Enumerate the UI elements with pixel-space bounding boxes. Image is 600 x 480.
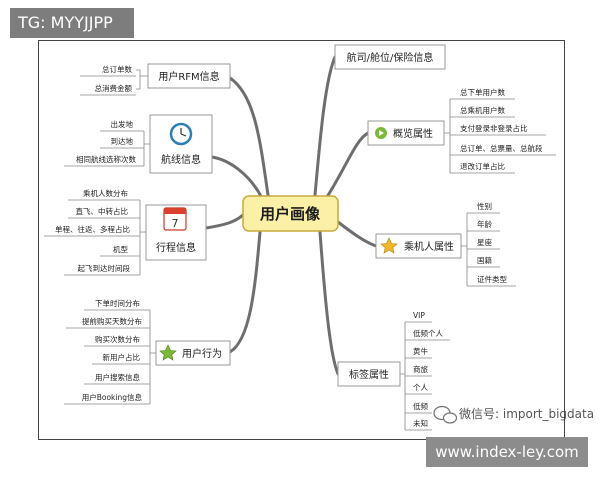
clock-icon: [169, 122, 193, 146]
branch-route: 航线信息 出发地 到达地 相同航线选称次数: [64, 114, 213, 174]
watermark-tag: TG: MYYJJPP: [10, 8, 134, 38]
trip-item-passenger-count: 乘机人数分布: [83, 188, 128, 198]
rfm-label: 用户RFM信息: [158, 70, 219, 83]
route-item-same-route: 相同航线选称次数: [76, 154, 136, 164]
passenger-item-gender: 性别: [477, 201, 492, 211]
behavior-label: 用户行为: [182, 347, 222, 360]
branch-line-overview: [323, 131, 370, 202]
tag-item-individual: 个人: [413, 383, 428, 392]
central-node: [242, 195, 339, 232]
branch-trip: 7 行程信息 乘机人数分布 直飞、中转占比 单程、往返、多程占比 机型 起飞到达…: [44, 188, 207, 276]
overview-item-login-ratio: 支付登录非登录占比: [460, 123, 528, 133]
trip-item-aircraft: 机型: [113, 244, 128, 254]
trip-label: 行程信息: [156, 241, 196, 254]
passenger-item-age: 年龄: [477, 219, 492, 229]
play-icon: [375, 127, 387, 139]
rfm-item-total-spend: 总消费金额: [95, 83, 133, 93]
behavior-item-order-time: 下单时间分布: [95, 298, 140, 308]
tag-item-low-freq-individual: 低频个人: [413, 328, 443, 338]
branch-line-airline: [313, 55, 337, 197]
branch-tags: 标签属性 VIP 低频个人 黄牛 商旅 个人 低频 未知: [337, 311, 450, 431]
overview-item-totals: 总订单、总票量、总航段: [460, 143, 543, 153]
calendar-day: 7: [172, 217, 179, 230]
overview-item-flyer-users: 总乘机用户数: [460, 105, 505, 115]
route-label: 航线信息: [161, 153, 201, 166]
wechat-id: 微信号: import_bigdata: [459, 407, 594, 421]
overview-item-refund-ratio: 退改订单占比: [460, 161, 505, 171]
tag-item-vip: VIP: [413, 311, 425, 320]
tag-item-business: 商旅: [413, 364, 428, 374]
central-label: 用户画像: [260, 205, 321, 223]
behavior-item-search-info: 用户搜索信息: [95, 372, 140, 382]
branch-line-passenger: [336, 220, 378, 248]
trip-item-direct-transfer: 直飞、中转占比: [76, 206, 129, 216]
rfm-node: [147, 63, 231, 89]
behavior-item-advance-days: 提前购买天数分布: [82, 316, 142, 326]
star-icon: [380, 237, 398, 254]
wechat-watermark: 微信号: import_bigdata: [433, 405, 594, 424]
trip-item-trip-type: 单程、往返、多程占比: [55, 224, 130, 234]
passenger-item-zodiac: 星座: [477, 237, 492, 247]
route-item-origin: 出发地: [111, 119, 134, 129]
branch-line-behavior: [228, 230, 262, 354]
branch-airline: 航司/舱位/保险信息: [334, 44, 446, 70]
behavior-item-booking-info: 用户Booking信息: [82, 392, 143, 402]
calendar-icon: 7: [163, 207, 187, 231]
passenger-item-id-type: 证件类型: [477, 274, 507, 284]
branch-line-route: [210, 155, 264, 200]
airline-label: 航司/舱位/保险信息: [347, 51, 434, 64]
watermark-url: www.index-ley.com: [426, 437, 588, 467]
tags-label: 标签属性: [349, 368, 389, 381]
rfm-item-total-orders: 总订单数: [102, 64, 132, 74]
tag-item-unknown: 未知: [413, 418, 428, 428]
branch-line-rfm: [228, 76, 270, 197]
branch-line-trip: [204, 213, 245, 230]
behavior-item-purchase-count: 购买次数分布: [95, 334, 140, 344]
route-item-destination: 到达地: [111, 136, 134, 146]
passenger-item-nationality: 国籍: [477, 255, 492, 265]
branch-behavior: 用户行为 下单时间分布 提前购买天数分布 购买次数分布 新用户占比 用户搜索信息…: [64, 298, 231, 405]
overview-label: 概览属性: [393, 127, 433, 140]
mind-map-frame: [38, 40, 565, 440]
airline-node: [334, 44, 446, 70]
overview-item-order-users: 总下单用户数: [460, 87, 505, 97]
star-icon: [159, 344, 177, 361]
branch-rfm: 用户RFM信息 总订单数 总消费金额: [80, 63, 231, 96]
branch-overview: 概览属性 总下单用户数 总乘机用户数 支付登录非登录占比 总订单、总票量、总航段…: [367, 87, 556, 174]
wechat-icon: [433, 405, 458, 424]
trip-item-time-period: 起飞到达时间段: [78, 263, 131, 273]
behavior-item-new-users: 新用户占比: [103, 352, 141, 362]
passenger-label: 乘机人属性: [404, 240, 454, 253]
branch-passenger: 乘机人属性 性别 年龄 星座 国籍 证件类型: [375, 201, 516, 287]
tag-item-low-freq: 低频: [413, 401, 428, 411]
tag-item-scalper: 黄牛: [413, 346, 428, 356]
branch-line-tags: [318, 230, 340, 376]
